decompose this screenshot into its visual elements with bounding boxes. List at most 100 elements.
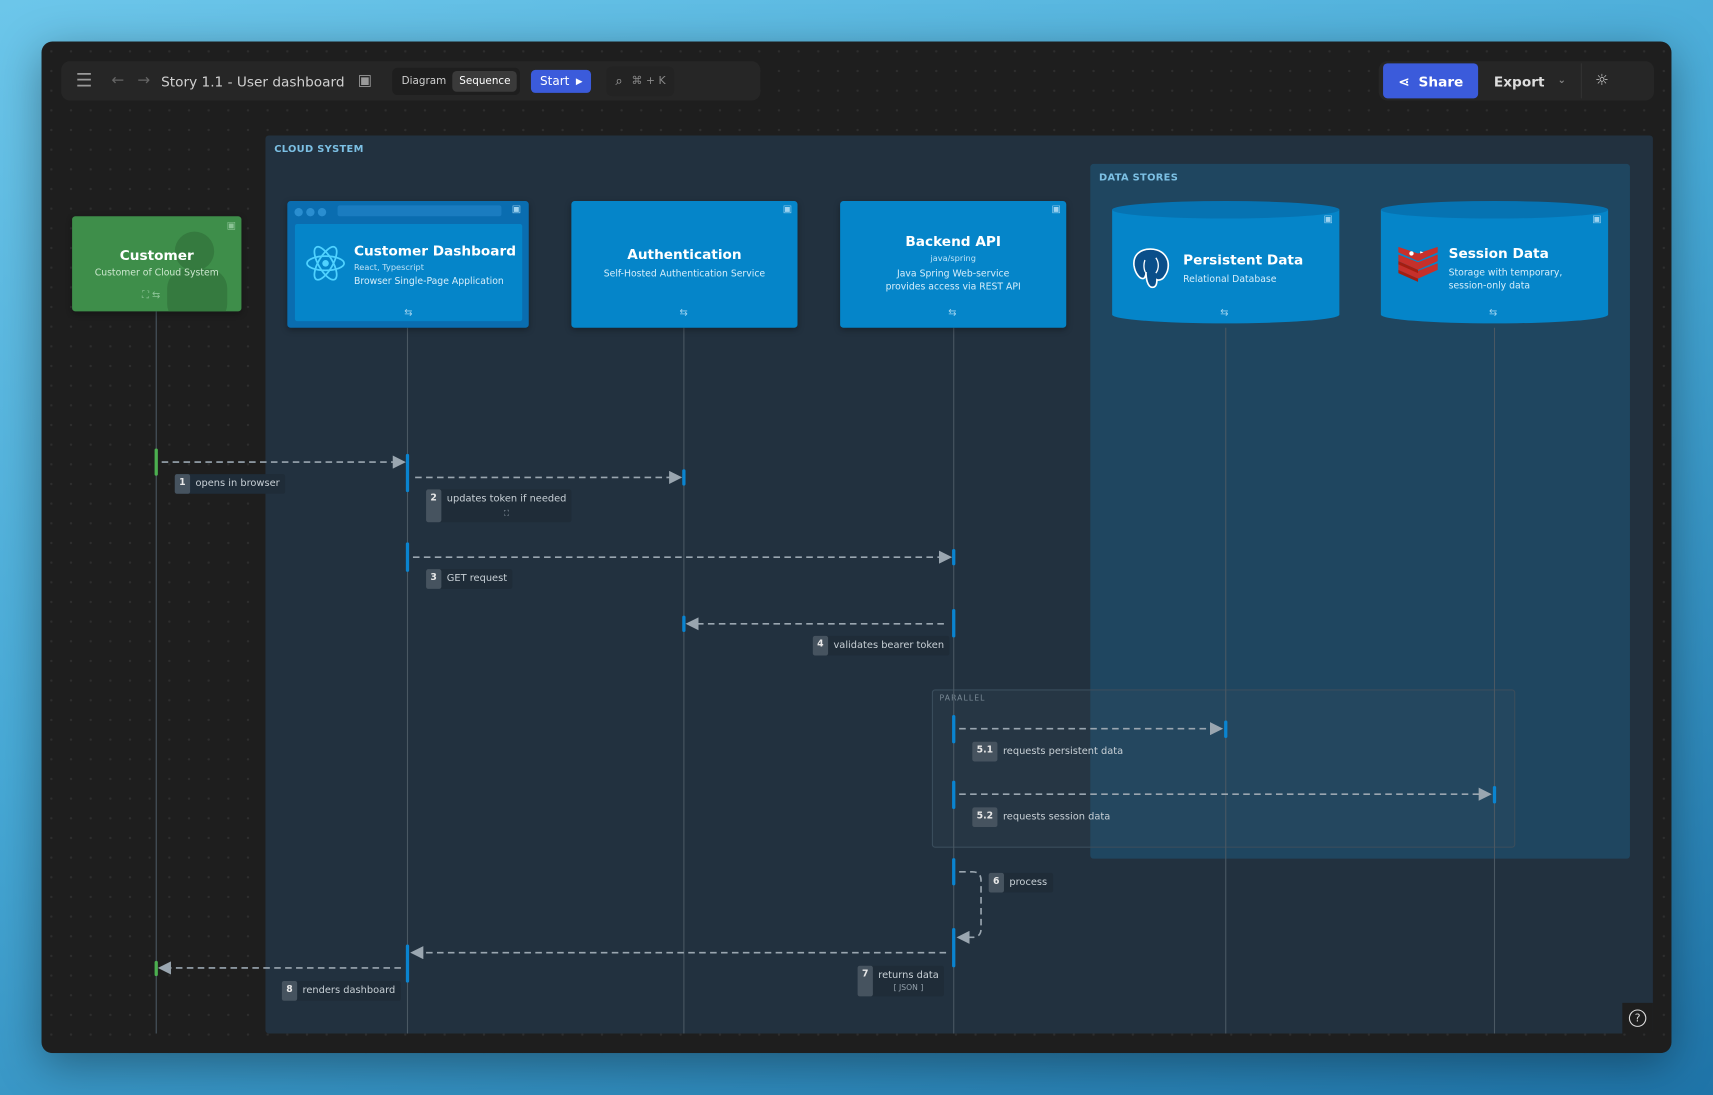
browser-dots: ●●●	[293, 206, 330, 219]
message-label: returns data	[878, 970, 939, 982]
view-sequence[interactable]: Sequence	[452, 70, 518, 92]
actor-authentication[interactable]: ▣ Authentication Self-Hosted Authenticat…	[571, 201, 798, 328]
actor-tech: React, Typescript	[353, 262, 424, 273]
actor-desc: Customer of Cloud System	[94, 267, 219, 279]
person-silhouette-icon	[167, 231, 228, 312]
group-data-stores-label: DATA STORES	[1099, 172, 1179, 184]
actor-persistent-data[interactable]: ▣ Persistent Data Relational Database ⇆	[1112, 201, 1340, 328]
actor-name: Session Data	[1448, 244, 1549, 262]
actor-name: Customer Dashboard	[353, 242, 517, 259]
start-button[interactable]: Start ▶	[531, 69, 592, 93]
message-5-2[interactable]: 5.2 requests session data	[972, 807, 1115, 827]
sequence-arrows	[154, 311, 1497, 1034]
message-label-wrap: returns data[ JSON ]	[873, 966, 944, 997]
message-number: 8	[281, 981, 298, 1001]
share-icon: ⋖	[1398, 72, 1410, 90]
actor-name: Customer	[119, 246, 194, 264]
actor-desc: Browser Single-Page Application	[353, 276, 504, 288]
back-arrow-icon[interactable]: ←	[111, 72, 125, 90]
message-label: validates bearer token	[833, 640, 945, 652]
details-icon[interactable]: ▣	[1051, 204, 1061, 216]
message-number: 2	[426, 489, 442, 523]
details-icon[interactable]: ▣	[511, 204, 522, 216]
message-number: 4	[812, 635, 829, 656]
redis-icon	[1398, 246, 1438, 282]
link-icon[interactable]: ⇆	[1220, 308, 1229, 320]
message-label-wrap: updates token if needed⛶	[441, 489, 572, 522]
link-icon[interactable]: ⇆	[404, 308, 413, 320]
message-label: requests persistent data	[1002, 746, 1124, 758]
help-icon: ?	[1628, 1009, 1647, 1027]
message-label: GET request	[446, 573, 508, 585]
search-icon: ⌕	[615, 72, 623, 88]
export-button[interactable]: Export⌄	[1479, 73, 1582, 89]
message-label: opens in browser	[195, 478, 280, 490]
actor-desc: Self-Hosted Authentication Service	[603, 268, 766, 280]
actor-desc: provides access via REST API	[885, 281, 1021, 293]
actor-desc: Relational Database	[1183, 274, 1277, 286]
arrow-6	[956, 870, 982, 944]
message-8[interactable]: 8 renders dashboard	[281, 981, 401, 1001]
share-label: Share	[1418, 72, 1464, 90]
theme-sun-icon[interactable]: ☼	[1595, 72, 1609, 90]
actor-tech: java/spring	[930, 253, 976, 264]
search-shortcut: ⌘ + K	[631, 74, 666, 87]
message-number: 1	[174, 474, 191, 494]
divider	[1581, 63, 1583, 99]
actor-name: Persistent Data	[1183, 251, 1304, 268]
cylinder-top	[1112, 201, 1340, 219]
link-icon[interactable]: ⛶ ⇆	[142, 290, 161, 302]
parallel-fragment	[931, 689, 1516, 848]
play-icon: ▶	[575, 75, 583, 86]
forward-arrow-icon[interactable]: →	[137, 72, 151, 90]
details-icon[interactable]: ▣	[1592, 214, 1602, 226]
actor-customer[interactable]: Customer Customer of Cloud System ▣ ⛶ ⇆	[72, 216, 242, 312]
message-number: 3	[426, 569, 442, 589]
message-4[interactable]: 4 validates bearer token	[812, 635, 950, 656]
message-3[interactable]: 3 GET request	[426, 569, 513, 589]
postgresql-elephant-icon	[1133, 248, 1170, 289]
view-diagram[interactable]: Diagram	[401, 74, 447, 87]
link-icon[interactable]: ⇆	[679, 308, 688, 320]
react-icon	[306, 245, 346, 281]
expand-icon[interactable]: ⛶	[503, 509, 510, 518]
details-card-icon[interactable]: ▣	[357, 72, 373, 90]
message-number: 5.2	[972, 807, 998, 827]
share-button[interactable]: ⋖ Share	[1383, 63, 1479, 99]
menu-icon[interactable]: ☰	[75, 69, 93, 92]
help-button[interactable]: ?	[1622, 1002, 1653, 1034]
search-button[interactable]: ⌕ ⌘ + K	[606, 66, 675, 96]
message-label: requests session data	[1002, 811, 1111, 823]
message-label: renders dashboard	[302, 985, 396, 997]
view-mode-toggle[interactable]: Diagram Sequence	[391, 67, 521, 95]
details-icon[interactable]: ▣	[782, 204, 793, 216]
toolbar-left: ☰ ← → Story 1.1 - User dashboard ▣ Diagr…	[61, 61, 761, 101]
cylinder-top	[1380, 201, 1609, 219]
message-1[interactable]: 1 opens in browser	[174, 474, 286, 494]
actor-session-data[interactable]: ▣ Session Data Storage with temporary, s…	[1380, 201, 1609, 328]
browser-address-bar	[337, 205, 502, 217]
message-sublabel: [ JSON ]	[893, 983, 924, 992]
message-number: 7	[857, 965, 873, 997]
actor-backend-api[interactable]: ▣ Backend API java/spring Java Spring We…	[840, 201, 1067, 328]
details-icon[interactable]: ▣	[226, 220, 236, 232]
actor-desc: Storage with temporary,	[1448, 267, 1563, 279]
actor-name: Authentication	[627, 245, 742, 263]
actor-name: Backend API	[905, 232, 1001, 250]
link-icon[interactable]: ⇆	[948, 308, 957, 320]
link-icon[interactable]: ⇆	[1489, 308, 1498, 320]
actor-desc: session-only data	[1448, 280, 1531, 292]
card-body: Customer Dashboard React, Typescript Bro…	[294, 223, 523, 322]
message-label: process	[1009, 877, 1048, 889]
details-icon[interactable]: ▣	[1323, 214, 1333, 226]
diagram-title[interactable]: Story 1.1 - User dashboard	[161, 72, 345, 90]
group-cloud-label: CLOUD SYSTEM	[274, 144, 364, 156]
app-window: ☰ ← → Story 1.1 - User dashboard ▣ Diagr…	[41, 41, 1672, 1054]
message-5-1[interactable]: 5.1 requests persistent data	[972, 741, 1128, 762]
start-label: Start	[540, 73, 570, 88]
actor-customer-dashboard[interactable]: ●●● ▣ Customer Dashboard React, Typescri…	[287, 201, 529, 328]
message-number: 5.1	[972, 741, 998, 762]
